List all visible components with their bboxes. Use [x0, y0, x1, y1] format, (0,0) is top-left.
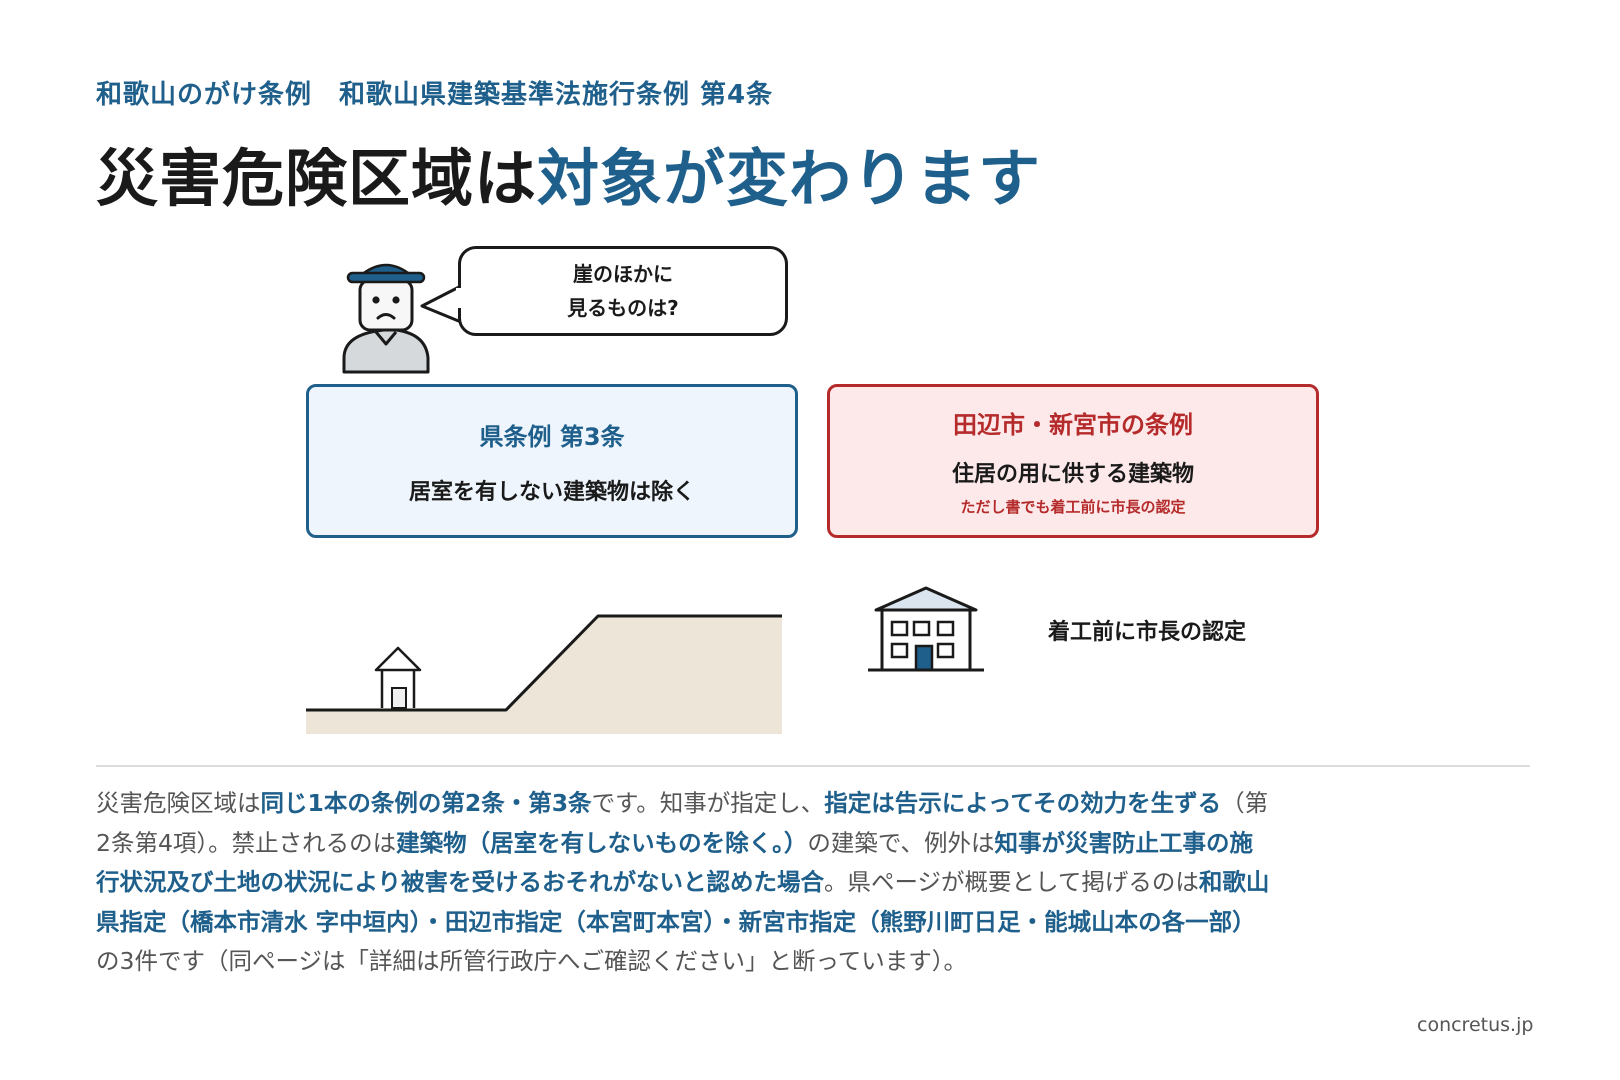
speech-bubble: 崖のほかに 見るものは? [458, 246, 788, 336]
para-text: 災害危険区域は [96, 789, 261, 817]
prefecture-ordinance-box: 県条例 第3条 居室を有しない建築物は除く [306, 384, 798, 538]
mayor-approval-label: 着工前に市長の認定 [1048, 620, 1247, 645]
para-highlight: 建築物（居室を有しないものを除く。） [396, 828, 808, 857]
para-text: です。知事が指定し、 [591, 789, 825, 817]
subtitle: 和歌山のがけ条例 和歌山県建築基準法施行条例 第4条 [96, 80, 774, 110]
prefecture-box-title: 県条例 第3条 [479, 422, 625, 451]
worker-illustration [342, 263, 462, 374]
city-ordinance-box: 田辺市・新宮市の条例 住居の用に供する建築物 ただし書でも着工前に市長の認定 [827, 384, 1319, 538]
bubble-line-1: 崖のほかに [573, 262, 673, 286]
para-highlight: 同じ1本の条例の第2条・第3条 [260, 789, 592, 817]
para-text: の建築で、例外は [807, 828, 995, 857]
para-text: の3件です（同ページは「詳細は所管行政庁へご確認ください」と断っています）。 [96, 947, 968, 975]
site-credit: concretus.jp [1417, 1014, 1534, 1036]
city-box-title: 田辺市・新宮市の条例 [953, 411, 1193, 439]
ground-terrain [306, 616, 782, 734]
city-box-note: ただし書でも着工前に市長の認定 [960, 498, 1186, 516]
para-text: （第2条第4項）。禁止されるのは [96, 789, 1269, 857]
worker-collar [374, 331, 398, 346]
para-highlight: 指定は告示によってその効力を生ずる [824, 789, 1222, 817]
city-box-body: 住居の用に供する建築物 [951, 462, 1194, 487]
explanation-paragraph: 災害危険区域は同じ1本の条例の第2条・第3条です。知事が指定し、指定は告示によっ… [96, 784, 1276, 982]
para-highlight: 知事が災害防止工事の施行状況及び土地の状況により被害を受けるおそれがないと認めた… [96, 828, 1253, 897]
prefecture-box-body: 居室を有しない建築物は除く [408, 479, 695, 505]
divider [96, 765, 1530, 767]
building-icon [868, 586, 984, 672]
cliff-illustration [306, 614, 782, 734]
cliff-line [306, 614, 782, 712]
title-accent: 対象が変わります [537, 142, 1042, 215]
speech-tail [420, 284, 462, 324]
worker-body [342, 328, 430, 374]
para-text: 。県ページが概要として掲げるのは [824, 868, 1199, 896]
title-plain: 災害危険区域は [96, 142, 538, 215]
para-highlight: 和歌山県指定（橋本市清水 字中垣内）・田辺市指定（本宮町本宮）・新宮市指定（熊野… [96, 868, 1270, 936]
bubble-line-2: 見るものは? [567, 296, 679, 320]
worker-head [358, 278, 414, 332]
page-title: 災害危険区域は対象が変わります [96, 128, 1041, 218]
